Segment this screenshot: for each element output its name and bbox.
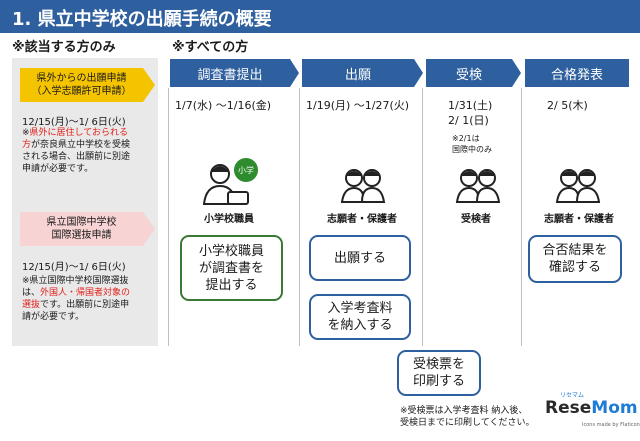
step-survey-label: 調査書提出: [197, 67, 263, 83]
step-application-arrow: [414, 59, 423, 87]
step-application-label: 出願: [344, 67, 371, 83]
logo-prefix: Rese: [545, 398, 592, 418]
teacher-icon: [202, 164, 249, 205]
page-title: 1. 県立中学校の出願手続の概要: [12, 9, 272, 30]
ticket-line1: 受検票を: [412, 357, 465, 372]
exam-note: ※2/1は 国際中のみ: [452, 133, 492, 155]
note2-line4: 請が必要です。: [22, 312, 85, 322]
out-of-prefecture-box: 県外からの出願申請 （入学志願許可申請）: [20, 68, 143, 102]
divider-1: [168, 88, 169, 346]
action-pay-line2: を納入する: [327, 318, 393, 333]
note2-line3rest: です。出願前に別途申: [40, 300, 130, 310]
out-of-prefecture-note: ※県外に居住しておられる 方が奈良県立中学校を受検 される場合、出願前に別途 申…: [22, 127, 152, 175]
role-examinee: 受検者: [461, 214, 491, 225]
result-date: 2/ 5(木): [547, 99, 588, 112]
application-date: 1/19(月) ～1/27(火): [306, 99, 410, 112]
footer-line1: ※受検票は入学考査料 納入後、: [400, 406, 528, 416]
note1-prefix: ※: [22, 128, 30, 138]
action-teacher-line1: 小学校職員: [198, 243, 264, 259]
family-icon: [340, 169, 386, 203]
divider-2: [299, 88, 300, 346]
action-teacher-line3: 提出する: [205, 277, 258, 293]
footer-note: ※受検票は入学考査料 納入後、 受検日までに印刷してください。: [400, 405, 534, 429]
step-exam-label: 受検: [455, 67, 482, 83]
logo-suffix: Mom: [591, 398, 638, 418]
action-check-result: 合否結果を 確認する: [528, 235, 622, 283]
international-selection-box: 県立国際中学校 国際選抜申請: [20, 212, 143, 246]
divider-4: [521, 88, 522, 346]
action-pay-line1: 入学考査料: [327, 301, 393, 316]
divider-3: [422, 88, 423, 346]
left-heading: ※該当する方のみ: [12, 40, 116, 55]
note1-rest2: が奈良県立中学校を受検: [31, 140, 131, 150]
action-result-line1: 合否結果を: [542, 243, 608, 258]
step-exam: 受検: [426, 59, 512, 87]
ticket-line2: 印刷する: [412, 374, 465, 389]
step-result-label: 合格発表: [550, 67, 603, 83]
step-survey: 調査書提出: [170, 59, 290, 87]
role-applicant: 志願者・保護者: [327, 214, 397, 225]
international-selection-note: ※県立国際中学校国際選抜 は、外国人・帰国者対象の 選抜です。出願前に別途申 請…: [22, 275, 155, 323]
box2-line2: 国際選抜申請: [51, 230, 112, 241]
action-teacher-submit: 小学校職員 が調査書を 提出する: [180, 235, 283, 301]
action-apply-line1: 出願する: [333, 250, 386, 266]
box2-line1: 県立国際中学校: [46, 217, 117, 228]
step-result: 合格発表: [525, 59, 629, 87]
survey-date: 1/7(水) ～1/16(金): [175, 99, 272, 112]
note1-rest4: 申請が必要です。: [22, 164, 94, 174]
logo-ruby: リセマム: [560, 392, 585, 399]
exam-note-1: ※2/1は: [452, 134, 480, 143]
note2-line1: ※県立国際中学校国際選抜: [22, 276, 129, 286]
note2-line3red: 選抜: [22, 300, 41, 310]
box1-line1: 県外からの出願申請: [36, 73, 127, 84]
examinee-icon: [455, 169, 501, 203]
note1-red: 県外に居住しておられる: [29, 128, 129, 138]
arrow-tip-yellow: [143, 68, 155, 102]
school-badge-label: 小学: [238, 165, 254, 175]
exam-note-2: 国際中のみ: [452, 145, 492, 154]
step-application: 出願: [302, 59, 414, 87]
exam-date-1: 1/31(土): [448, 99, 493, 112]
note1-rest3: される場合、出願前に別途: [22, 152, 131, 162]
title-bar: 1. 県立中学校の出願手続の概要: [0, 0, 640, 33]
school-badge-icon: 小学: [234, 158, 258, 182]
step-exam-arrow: [512, 59, 521, 87]
international-selection-date: 12/15(月)～1/ 6日(火): [22, 262, 126, 273]
resemom-logo: ReseMom: [545, 398, 638, 418]
right-heading: ※すべての方: [172, 40, 249, 55]
arrow-tip-pink: [143, 212, 155, 246]
note2-line2a: は、: [22, 288, 41, 298]
family-icon-2: [555, 169, 601, 203]
footer-line2: 受検日までに印刷してください。: [400, 418, 535, 428]
role-applicant-2: 志願者・保護者: [544, 214, 614, 225]
step-survey-arrow: [290, 59, 299, 87]
exam-date-2: 2/ 1(日): [448, 114, 489, 127]
action-print-ticket: 受検票を 印刷する: [397, 350, 481, 396]
action-pay-fee: 入学考査料 を納入する: [309, 294, 411, 340]
action-teacher-line2: が調査書を: [198, 260, 264, 276]
note1-rest1: 方: [22, 140, 32, 150]
role-teacher: 小学校職員: [204, 214, 254, 225]
out-of-prefecture-date: 12/15(月)～1/ 6日(火): [22, 117, 126, 128]
side-panel: [12, 58, 158, 346]
box1-line2: （入学志願許可申請）: [31, 86, 132, 97]
action-result-line2: 確認する: [548, 260, 601, 275]
icon-credit: Icons made by Flaticon: [582, 422, 640, 428]
action-apply: 出願する: [309, 235, 411, 281]
note2-line2red: 外国人・帰国者対象の: [40, 288, 131, 298]
